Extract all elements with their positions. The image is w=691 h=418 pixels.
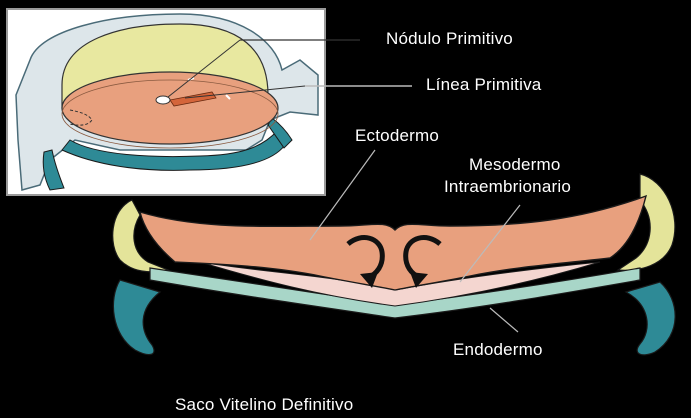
yolk-sac-left [113,280,160,355]
inset-embryonic-disc [62,72,278,144]
label-endodermo: Endodermo [453,340,543,360]
label-nodulo-primitivo: Nódulo Primitivo [386,29,513,49]
label-ectodermo: Ectodermo [355,126,439,146]
label-saco-vitelino: Saco Vitelino Definitivo [175,395,353,415]
inset-primitive-node [156,96,170,104]
label-mesodermo: Mesodermo [469,155,561,175]
callout-line-endodermo [490,308,518,332]
ectoderm-layer [140,196,646,290]
yolk-sac-right [626,282,675,355]
label-linea-primitiva: Línea Primitiva [426,75,541,95]
label-intraembrionario: Intraembrionario [444,177,571,197]
